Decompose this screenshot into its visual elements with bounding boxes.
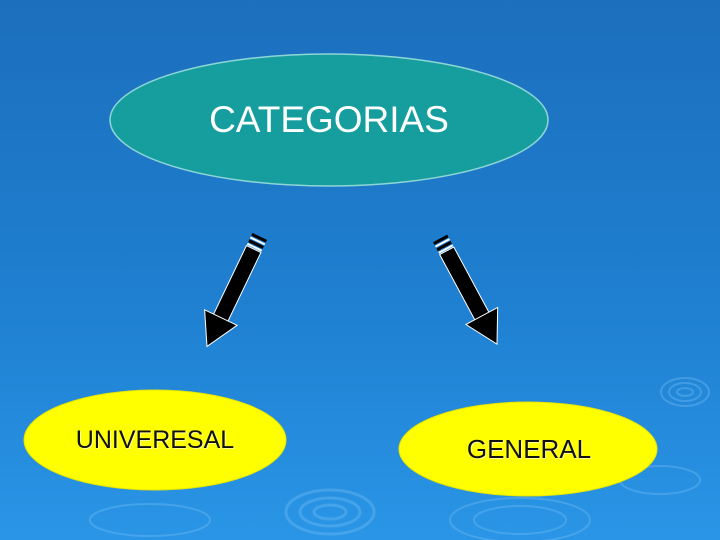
left-child-label: UNIVERESAL xyxy=(75,425,235,454)
root-node xyxy=(109,53,549,187)
arrow-to-right-node xyxy=(433,234,499,346)
root-node-label: CATEGORIAS xyxy=(209,99,449,140)
water-ripple-decoration xyxy=(89,377,710,540)
right-child-label: GENERAL xyxy=(466,433,592,464)
left-child-node xyxy=(23,389,287,491)
arrow-to-left-node xyxy=(204,232,267,348)
right-child-node xyxy=(398,401,658,497)
